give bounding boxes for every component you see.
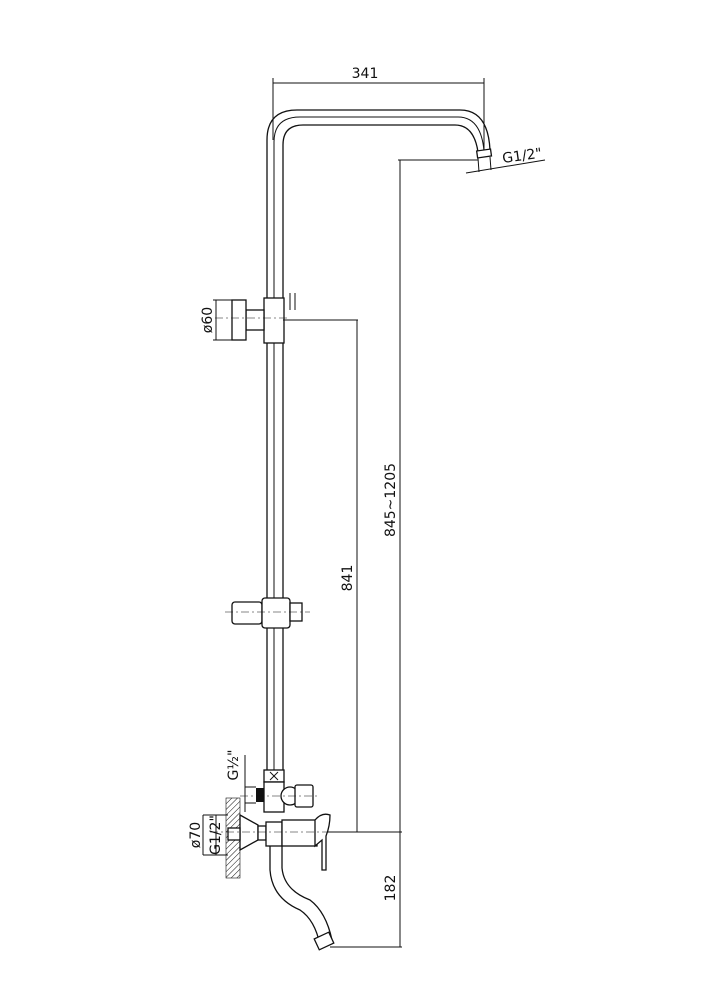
wall-holder: ø60 (200, 293, 296, 344)
dimension-arm-reach: 341 (272, 66, 485, 150)
label-head-thread: G1/2" (501, 146, 543, 167)
label-arm-reach: 341 (352, 66, 379, 82)
spout-outlet (313, 931, 335, 951)
label-holder-height: 841 (340, 565, 356, 592)
hand-shower-slider (225, 597, 310, 629)
dimension-spout-drop: 182 (325, 831, 402, 948)
shower-head-nozzle (475, 148, 493, 159)
label-holder-diameter: ø60 (200, 307, 216, 333)
mixer-lever (314, 813, 331, 871)
diverter: G½" (226, 750, 318, 813)
label-inlet-thread: G1/2" (208, 815, 224, 855)
label-diverter-thread: G½" (226, 750, 242, 781)
mixer-valve: ø70 G1/2" (188, 797, 335, 951)
dimension-head-thread: G1/2" (465, 146, 546, 174)
dimension-height-range: 845~1205 (383, 159, 478, 947)
dimension-holder-height: 841 (283, 319, 358, 832)
label-height-range: 845~1205 (383, 463, 399, 537)
label-spout-drop: 182 (383, 875, 399, 902)
label-flange-diameter: ø70 (188, 822, 204, 848)
shower-pipe (266, 109, 493, 770)
